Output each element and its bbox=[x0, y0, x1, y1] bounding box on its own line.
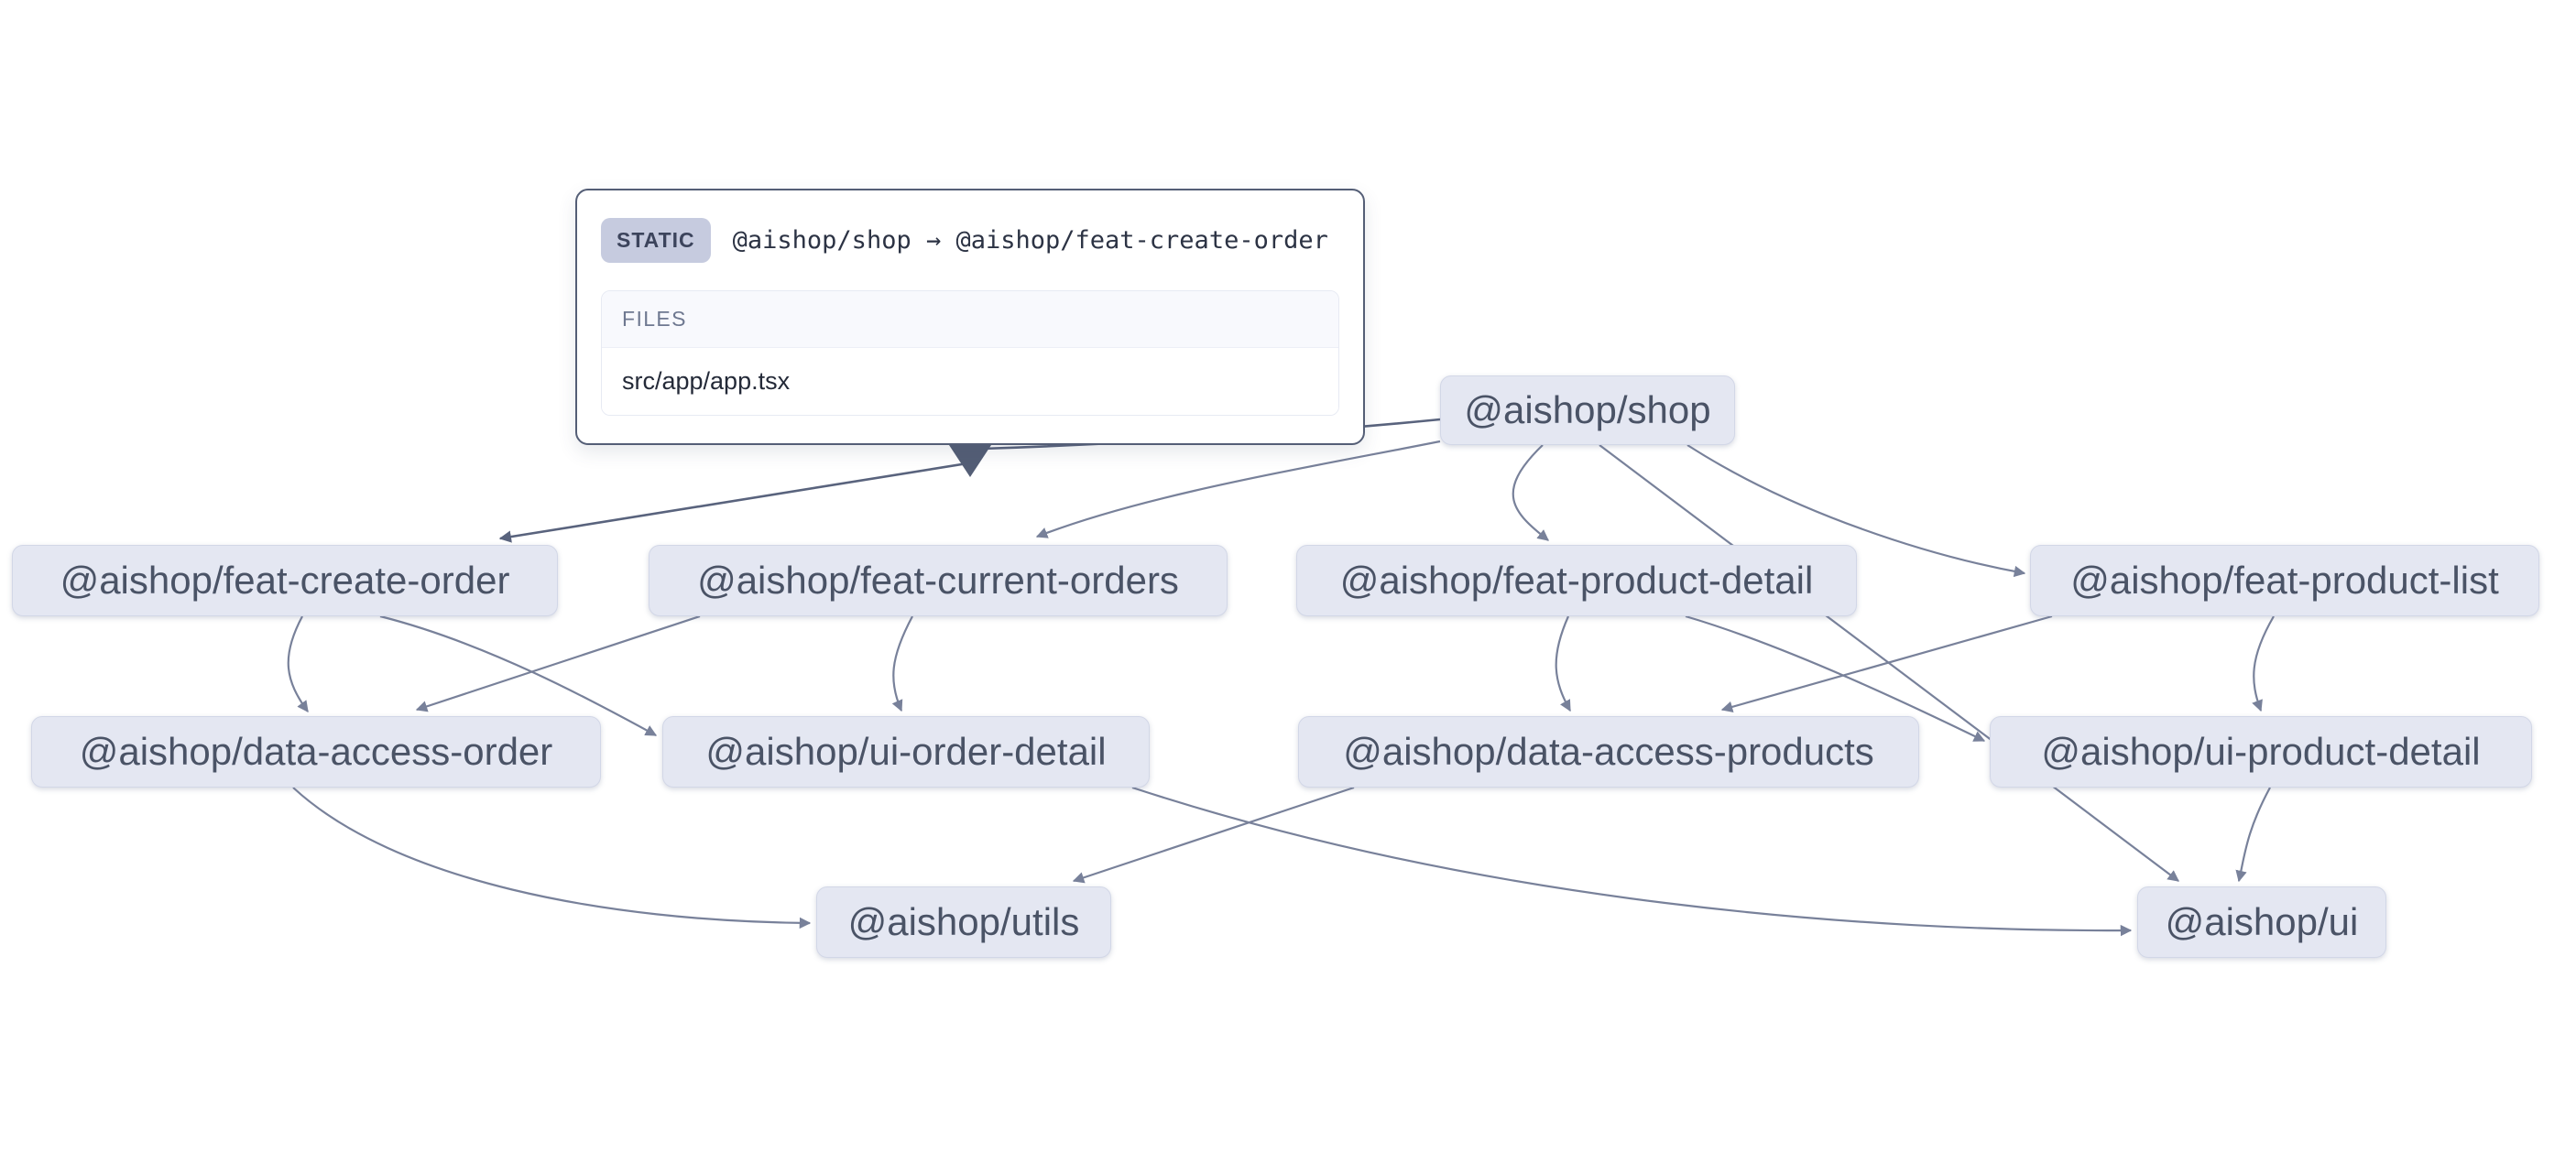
graph-node-ui-product-detail[interactable]: @aishop/ui-product-detail bbox=[1990, 716, 2532, 788]
graph-node-feat-current-orders[interactable]: @aishop/feat-current-orders bbox=[649, 545, 1228, 616]
graph-node-ui[interactable]: @aishop/ui bbox=[2137, 886, 2386, 958]
graph-node-feat-create-order[interactable]: @aishop/feat-create-order bbox=[12, 545, 558, 616]
file-row: src/app/app.tsx bbox=[602, 348, 1338, 415]
dependency-type-badge: STATIC bbox=[601, 218, 711, 263]
edge-feat-product-list--data-access-products[interactable] bbox=[1720, 614, 2053, 712]
graph-node-data-access-products[interactable]: @aishop/data-access-products bbox=[1298, 716, 1919, 788]
edge-feat-current-orders--data-access-order[interactable] bbox=[415, 614, 701, 712]
graph-node-utils[interactable]: @aishop/utils bbox=[816, 886, 1111, 958]
hovered-edge-arrowhead-icon bbox=[949, 445, 991, 477]
edge-ui-product-detail--ui[interactable] bbox=[2235, 787, 2271, 883]
graph-node-feat-product-list[interactable]: @aishop/feat-product-list bbox=[2030, 545, 2539, 616]
edge-feat-product-detail--data-access-products[interactable] bbox=[1555, 615, 1571, 712]
edge-feat-product-list--ui-product-detail[interactable] bbox=[2252, 615, 2275, 712]
edge-shop--feat-product-detail[interactable] bbox=[1512, 444, 1549, 541]
edge-shop--feat-create-order[interactable] bbox=[498, 462, 968, 543]
graph-node-ui-order-detail[interactable]: @aishop/ui-order-detail bbox=[662, 716, 1150, 788]
edge-feat-create-order--ui-order-detail[interactable] bbox=[379, 614, 658, 736]
edge-feat-current-orders--ui-order-detail[interactable] bbox=[891, 615, 913, 712]
edge-shop--feat-current-orders[interactable] bbox=[1035, 440, 1441, 538]
tooltip-edge-title: @aishop/shop → @aishop/feat-create-order bbox=[732, 226, 1328, 255]
graph-node-shop[interactable]: @aishop/shop bbox=[1440, 375, 1735, 445]
edge-shop--feat-product-list[interactable] bbox=[1686, 444, 2026, 578]
graph-node-feat-product-detail[interactable]: @aishop/feat-product-detail bbox=[1296, 545, 1857, 616]
edge-feat-create-order--data-access-order[interactable] bbox=[287, 615, 309, 713]
edge-feat-product-detail--ui-product-detail[interactable] bbox=[1685, 614, 1986, 742]
graph-node-data-access-order[interactable]: @aishop/data-access-order bbox=[31, 716, 601, 788]
edge-data-access-products--utils[interactable] bbox=[1072, 786, 1355, 884]
files-section-label: FILES bbox=[602, 291, 1338, 348]
tooltip-header: STATIC @aishop/shop → @aishop/feat-creat… bbox=[601, 218, 1339, 263]
edge-data-access-order--utils[interactable] bbox=[292, 787, 812, 929]
edge-tooltip: STATIC @aishop/shop → @aishop/feat-creat… bbox=[575, 189, 1365, 445]
edge-ui-order-detail--ui[interactable] bbox=[1131, 786, 2133, 937]
files-section: FILES src/app/app.tsx bbox=[601, 290, 1339, 416]
